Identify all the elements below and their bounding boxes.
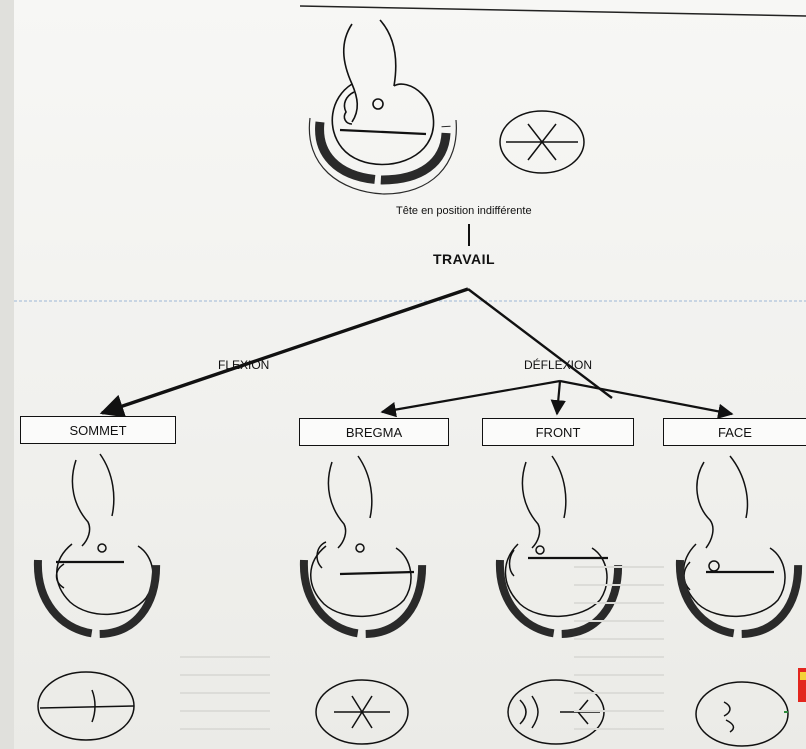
arrow-to-bregma [382,381,560,412]
skull-top-view [500,111,584,173]
presentation-box-face: FACE [663,418,806,446]
skull-bregma [316,680,408,744]
presentation-box-sommet: SOMMET [20,416,176,444]
arrow-to-face [560,381,732,414]
arrow-to-front [557,381,560,414]
scan-artifact-yellow [800,672,806,680]
fetus-indifferent [332,20,433,165]
flexion-arrow [102,289,468,413]
skull-face [696,682,788,746]
fetus-face [683,456,785,616]
pelvis-bregma [304,560,422,634]
presentation-box-front: FRONT [482,418,634,446]
fetus-sommet [56,454,153,614]
bleed-through-texture-2 [180,640,270,740]
pelvis-sommet [38,560,156,634]
skull-sommet [38,672,134,740]
deflexion-label: DÉFLEXION [524,358,592,372]
page-edge-shadow [0,0,14,749]
deflexion-stem [468,289,612,398]
branch-arrows [102,289,732,414]
bleed-through-texture [574,550,664,740]
fetus-bregma [311,456,414,616]
pelvis-top [320,122,447,180]
top-rule [300,6,806,16]
presentation-box-bregma: BREGMA [299,418,449,446]
top-caption: Tête en position indifférente [396,205,532,217]
flexion-label: FLEXION [218,358,269,372]
root-label: TRAVAIL [433,251,495,267]
